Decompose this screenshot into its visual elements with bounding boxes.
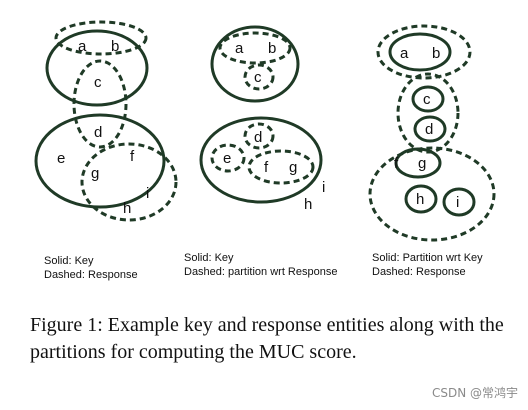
p1-label-d: d	[94, 124, 102, 141]
p1-label-i: i	[146, 185, 149, 202]
p1-label-h: h	[123, 200, 131, 217]
p1-label-b: b	[111, 38, 119, 55]
figure-caption: Figure 1: Example key and response entit…	[30, 314, 504, 363]
p3-part-c	[411, 85, 445, 113]
p1-label-e: e	[57, 150, 65, 167]
p2-part-ab	[218, 31, 292, 65]
panel3-legend: Solid: Partition wrt Key Dashed: Respons…	[372, 251, 483, 279]
p3-label-h: h	[416, 191, 424, 208]
p2-label-i: i	[322, 179, 325, 196]
p2-key-defgh	[199, 116, 323, 204]
p2-label-f: f	[264, 159, 269, 176]
panel3-legend-dashed: Dashed: Response	[372, 266, 466, 278]
p3-label-a: a	[400, 45, 409, 62]
p1-key-ab-c	[45, 29, 149, 107]
p2-label-e: e	[223, 150, 231, 167]
panel2-legend: Solid: Key Dashed: partition wrt Respons…	[184, 251, 337, 279]
panel1-legend: Solid: Key Dashed: Response	[44, 254, 138, 282]
p2-part-e	[210, 143, 246, 173]
p2-label-g: g	[289, 159, 297, 176]
p3-response-fghi	[368, 146, 496, 242]
p3-label-f: f	[394, 155, 399, 172]
p3-part-fg	[394, 147, 442, 179]
p1-response-ab	[54, 20, 148, 56]
p3-part-h	[404, 184, 438, 214]
p3-label-i: i	[456, 194, 459, 211]
p2-label-d: d	[254, 129, 262, 146]
panel2-legend-solid: Solid: Key	[184, 252, 234, 264]
p3-label-b: b	[432, 45, 440, 62]
p2-label-a: a	[235, 40, 244, 57]
p2-part-fg	[247, 149, 315, 185]
watermark: CSDN @常鸿宇	[431, 386, 518, 400]
p1-label-c: c	[94, 74, 102, 91]
p1-label-f: f	[130, 148, 135, 165]
panel1-legend-solid: Solid: Key	[44, 255, 94, 267]
p3-label-g: g	[418, 155, 426, 172]
p2-part-c	[243, 63, 275, 91]
p2-label-b: b	[268, 40, 276, 57]
panel2-legend-dashed: Dashed: partition wrt Response	[184, 266, 338, 278]
p1-response-cd	[72, 59, 128, 149]
p2-part-d	[243, 122, 275, 150]
p3-part-ab	[388, 32, 452, 72]
p1-key-defgh	[34, 113, 166, 209]
p2-label-c: c	[254, 69, 262, 86]
p2-key-abc	[210, 25, 300, 103]
p3-response-ab	[376, 24, 472, 80]
p3-label-d: d	[425, 121, 433, 138]
p1-label-g: g	[91, 165, 99, 182]
p2-label-h: h	[304, 196, 312, 213]
p1-response-fghi	[80, 142, 178, 222]
muc-diagram: a b c d e f g h i a b c d e f g h i a b …	[34, 20, 496, 242]
p3-part-i	[442, 187, 476, 217]
panel3-legend-solid: Solid: Partition wrt Key	[372, 252, 483, 264]
p3-part-d	[413, 115, 447, 143]
p3-label-c: c	[423, 91, 431, 108]
p1-label-a: a	[78, 38, 87, 55]
panel1-legend-dashed: Dashed: Response	[44, 269, 138, 281]
